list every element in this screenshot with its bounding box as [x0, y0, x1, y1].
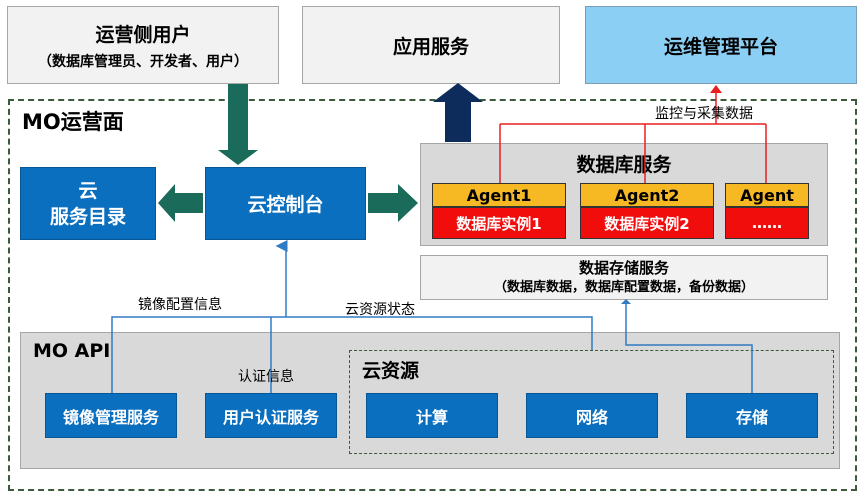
- db-instance-2: 数据库实例2: [580, 207, 714, 239]
- network-label: 网络: [575, 407, 608, 427]
- storage-service-subtitle: （数据库数据，数据库配置数据，备份数据）: [493, 279, 754, 295]
- ops-user-subtitle: （数据库管理员、开发者、用户）: [38, 53, 248, 70]
- user-auth-label: 用户认证服务: [222, 407, 319, 427]
- cloud-console-box: 云控制台: [205, 167, 366, 240]
- flow-lines: [111, 240, 753, 393]
- compute-label: 计算: [415, 407, 448, 427]
- storage-service-title: 数据存储服务: [578, 258, 669, 277]
- user-auth-box: 用户认证服务: [205, 393, 337, 438]
- db-instance-n: ……: [725, 207, 809, 239]
- left-arrow-to-catalog: [158, 184, 203, 222]
- right-arrow-to-db-service: [368, 184, 418, 222]
- mo-api-title: MO API: [33, 340, 111, 362]
- flow-arrow-head-storage: [621, 299, 631, 304]
- app-service-box: 应用服务: [302, 6, 560, 84]
- monitor-label: 监控与采集数据: [655, 106, 753, 122]
- cloud-resources-title: 云资源: [362, 360, 420, 382]
- agent-n: Agent: [725, 183, 809, 207]
- service-catalog-line1: 云: [78, 179, 98, 202]
- ops-user-title: 运营侧用户: [95, 23, 191, 46]
- ops-user-box: 运营侧用户 （数据库管理员、开发者、用户）: [7, 6, 279, 84]
- cloud-resources-region: [349, 350, 834, 454]
- agent-2: Agent2: [580, 183, 714, 207]
- agent-1: Agent1: [432, 183, 566, 207]
- down-arrow-to-console: [218, 84, 258, 165]
- service-catalog-box: 云 服务目录: [20, 167, 156, 240]
- auth-info-label: 认证信息: [238, 369, 294, 385]
- ops-platform-label: 运维管理平台: [663, 35, 778, 58]
- cloud-status-label: 云资源状态: [345, 302, 415, 318]
- cloud-console-label: 云控制台: [247, 194, 324, 216]
- network-box: 网络: [526, 393, 658, 438]
- app-service-label: 应用服务: [392, 35, 469, 58]
- compute-box: 计算: [366, 393, 498, 438]
- service-catalog-line2: 服务目录: [49, 205, 126, 228]
- up-arrow-to-app-service: [433, 83, 483, 142]
- db-service-title: 数据库服务: [576, 154, 672, 176]
- mo-ops-title: MO运营面: [22, 110, 124, 134]
- storage-box: 存储: [686, 393, 818, 438]
- ops-platform-box: 运维管理平台: [585, 6, 857, 84]
- mo-ops-region: [8, 99, 857, 491]
- db-instance-1: 数据库实例1: [432, 207, 566, 239]
- image-mgmt-box: 镜像管理服务: [45, 393, 177, 438]
- storage-label: 存储: [735, 407, 768, 427]
- monitor-lines: [499, 92, 767, 183]
- storage-service-box: 数据存储服务 （数据库数据，数据库配置数据，备份数据）: [420, 255, 828, 300]
- monitor-arrow-head: [710, 85, 722, 93]
- image-mgmt-label: 镜像管理服务: [62, 407, 159, 427]
- image-config-label: 镜像配置信息: [138, 297, 222, 313]
